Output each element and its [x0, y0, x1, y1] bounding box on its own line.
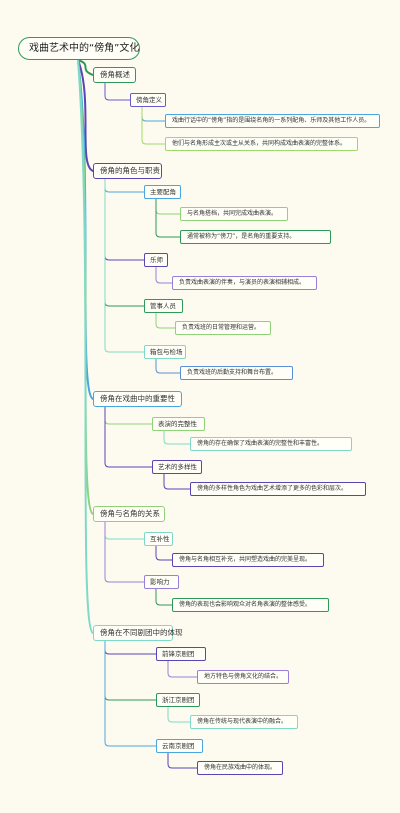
branch-line: [104, 406, 153, 425]
trunk-line: [77, 59, 94, 76]
branch-line: [141, 106, 166, 122]
topic-troupes[interactable]: 傍角在不同剧团中的体现: [93, 625, 183, 641]
branch-line: [104, 178, 145, 353]
trunk-line: [77, 59, 94, 172]
branch-line: [155, 545, 173, 561]
subtopic-definition[interactable]: 傍角定义: [130, 93, 166, 107]
topic-importance[interactable]: 傍角在戏曲中的重要性: [93, 391, 182, 407]
detail-diversity-1[interactable]: 傍角的多样性角色为戏曲艺术增添了更多的色彩和层次。: [190, 482, 366, 496]
subtopic-troupe-2[interactable]: 浙江京剧团: [156, 693, 200, 707]
branch-line: [104, 640, 157, 747]
branch-line: [104, 521, 145, 583]
branch-line: [104, 406, 153, 468]
detail-complementary-1[interactable]: 傍角与名角相互补充，共同塑造戏曲的完美呈现。: [172, 553, 324, 567]
branch-line: [104, 82, 131, 101]
subtopic-managers[interactable]: 管事人员: [144, 299, 183, 313]
branch-line: [163, 430, 191, 445]
topic-overview[interactable]: 傍角概述: [93, 67, 136, 83]
subtopic-troupe-3[interactable]: 云南京剧团: [156, 739, 203, 753]
branch-line: [167, 706, 191, 723]
subtopic-troupe-1[interactable]: 前锋京剧团: [156, 647, 206, 661]
topic-roles[interactable]: 傍角的角色与职责: [93, 163, 162, 179]
detail-troupe-3[interactable]: 傍角在民族戏曲中的体现。: [197, 761, 283, 775]
branch-line: [104, 640, 157, 655]
branch-line: [104, 640, 157, 701]
branch-line: [104, 178, 145, 193]
subtopic-musicians[interactable]: 乐师: [144, 253, 168, 267]
detail-definition-2[interactable]: 他们与名角形成主次或主从关系，共同构成戏曲表演的完整体系。: [165, 137, 358, 151]
detail-supporting-roles-1[interactable]: 与名角搭档，共同完成戏曲表演。: [180, 207, 288, 221]
subtopic-diversity[interactable]: 艺术的多样性: [152, 460, 202, 474]
branch-line: [104, 178, 145, 261]
subtopic-integrity[interactable]: 表演的完整性: [152, 417, 205, 431]
branch-line: [104, 178, 145, 307]
branch-line: [155, 198, 181, 238]
subtopic-influence[interactable]: 影响力: [144, 575, 179, 589]
detail-influence-1[interactable]: 傍角的表现也会影响观众对名角表演的整体感受。: [172, 598, 329, 612]
branch-line: [167, 752, 198, 769]
branch-line: [141, 106, 166, 145]
topic-relationship[interactable]: 傍角与名角的关系: [93, 506, 165, 522]
detail-definition-1[interactable]: 戏曲行话中的“傍角”指的是围绕名角的一系列配角、乐师及其他工作人员。: [165, 114, 380, 128]
branch-line: [155, 358, 181, 374]
detail-managers-1[interactable]: 负责戏班的日常管理和运营。: [175, 321, 271, 335]
detail-props-1[interactable]: 负责戏班的后勤支持和舞台布置。: [180, 366, 293, 380]
branch-line: [104, 521, 145, 540]
detail-troupe-2[interactable]: 傍角在传统与现代表演中的融合。: [190, 715, 298, 729]
detail-supporting-roles-2[interactable]: 通常被称为“傍刀”，是名角的重要支持。: [180, 230, 331, 244]
subtopic-complementary[interactable]: 互补性: [144, 532, 173, 546]
detail-integrity-1[interactable]: 傍角的存在确保了戏曲表演的完整性和丰富性。: [190, 437, 352, 451]
branch-line: [155, 198, 181, 215]
detail-musicians-1[interactable]: 负责戏曲表演的伴奏，与演员的表演相辅相成。: [172, 276, 317, 290]
detail-troupe-1[interactable]: 地方特色与傍角文化的结合。: [197, 670, 289, 684]
branch-line: [163, 473, 191, 490]
branch-line: [155, 588, 173, 606]
trunk-line: [77, 59, 94, 634]
branch-line: [155, 312, 176, 329]
subtopic-supporting-roles[interactable]: 主要配角: [144, 185, 181, 199]
branch-line: [167, 660, 198, 678]
subtopic-props[interactable]: 箱包与检场: [144, 345, 186, 359]
root-topic[interactable]: 戏曲艺术中的“傍角”文化: [18, 37, 140, 60]
branch-line: [155, 266, 173, 284]
